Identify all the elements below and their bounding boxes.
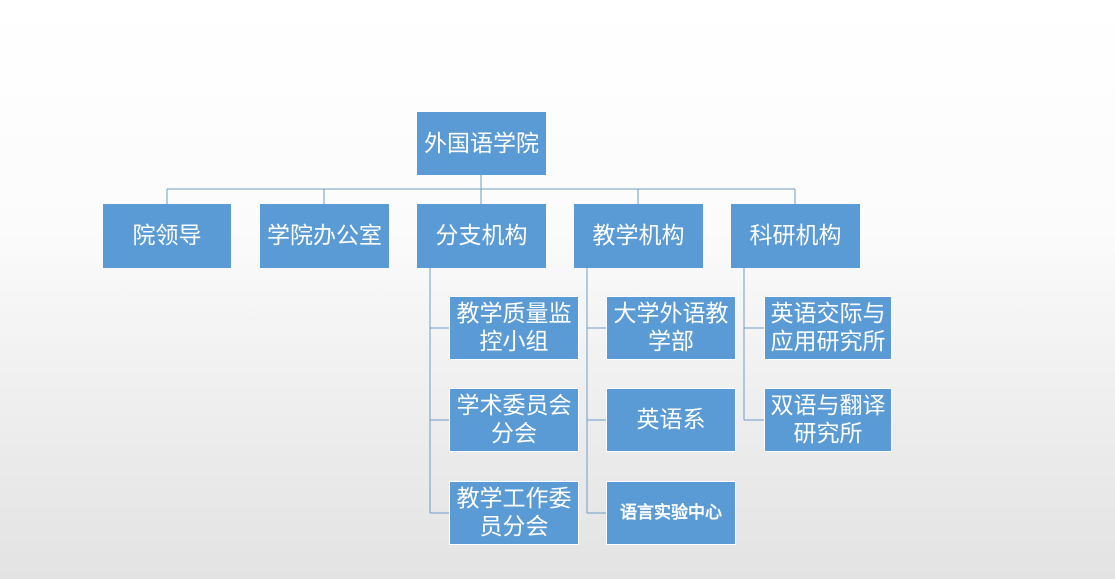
node-label: 双语与翻译研究所 <box>770 393 886 447</box>
node-leadership: 院领导 <box>103 204 231 268</box>
node-teaching-committee: 教学工作委员分会 <box>449 481 579 545</box>
node-label: 科研机构 <box>749 223 842 249</box>
node-office: 学院办公室 <box>260 204 389 268</box>
node-label: 院领导 <box>132 223 202 249</box>
node-college-foreign-language: 大学外语教学部 <box>606 296 736 360</box>
node-teaching: 教学机构 <box>574 204 703 268</box>
node-research: 科研机构 <box>731 204 860 268</box>
node-academic-committee: 学术委员会分会 <box>449 388 579 452</box>
node-translation-institute: 双语与翻译研究所 <box>764 388 892 452</box>
node-label: 学院办公室 <box>267 223 382 249</box>
node-english-communication-institute: 英语交际与应用研究所 <box>764 296 892 360</box>
node-label: 英语交际与应用研究所 <box>770 301 886 355</box>
node-label: 教学质量监控小组 <box>456 301 572 355</box>
root-label: 外国语学院 <box>424 130 539 157</box>
node-label: 教学工作委员分会 <box>456 486 572 540</box>
node-english-dept: 英语系 <box>606 388 736 452</box>
node-label: 学术委员会分会 <box>456 393 572 447</box>
node-label: 语言实验中心 <box>620 503 722 523</box>
node-label: 分支机构 <box>435 223 528 249</box>
node-label: 大学外语教学部 <box>613 301 729 355</box>
node-branches: 分支机构 <box>417 204 546 268</box>
node-label: 教学机构 <box>592 223 685 249</box>
node-label: 英语系 <box>636 407 706 433</box>
node-quality-monitoring: 教学质量监控小组 <box>449 296 579 360</box>
node-language-lab: 语言实验中心 <box>606 481 736 545</box>
root-node: 外国语学院 <box>417 112 546 175</box>
